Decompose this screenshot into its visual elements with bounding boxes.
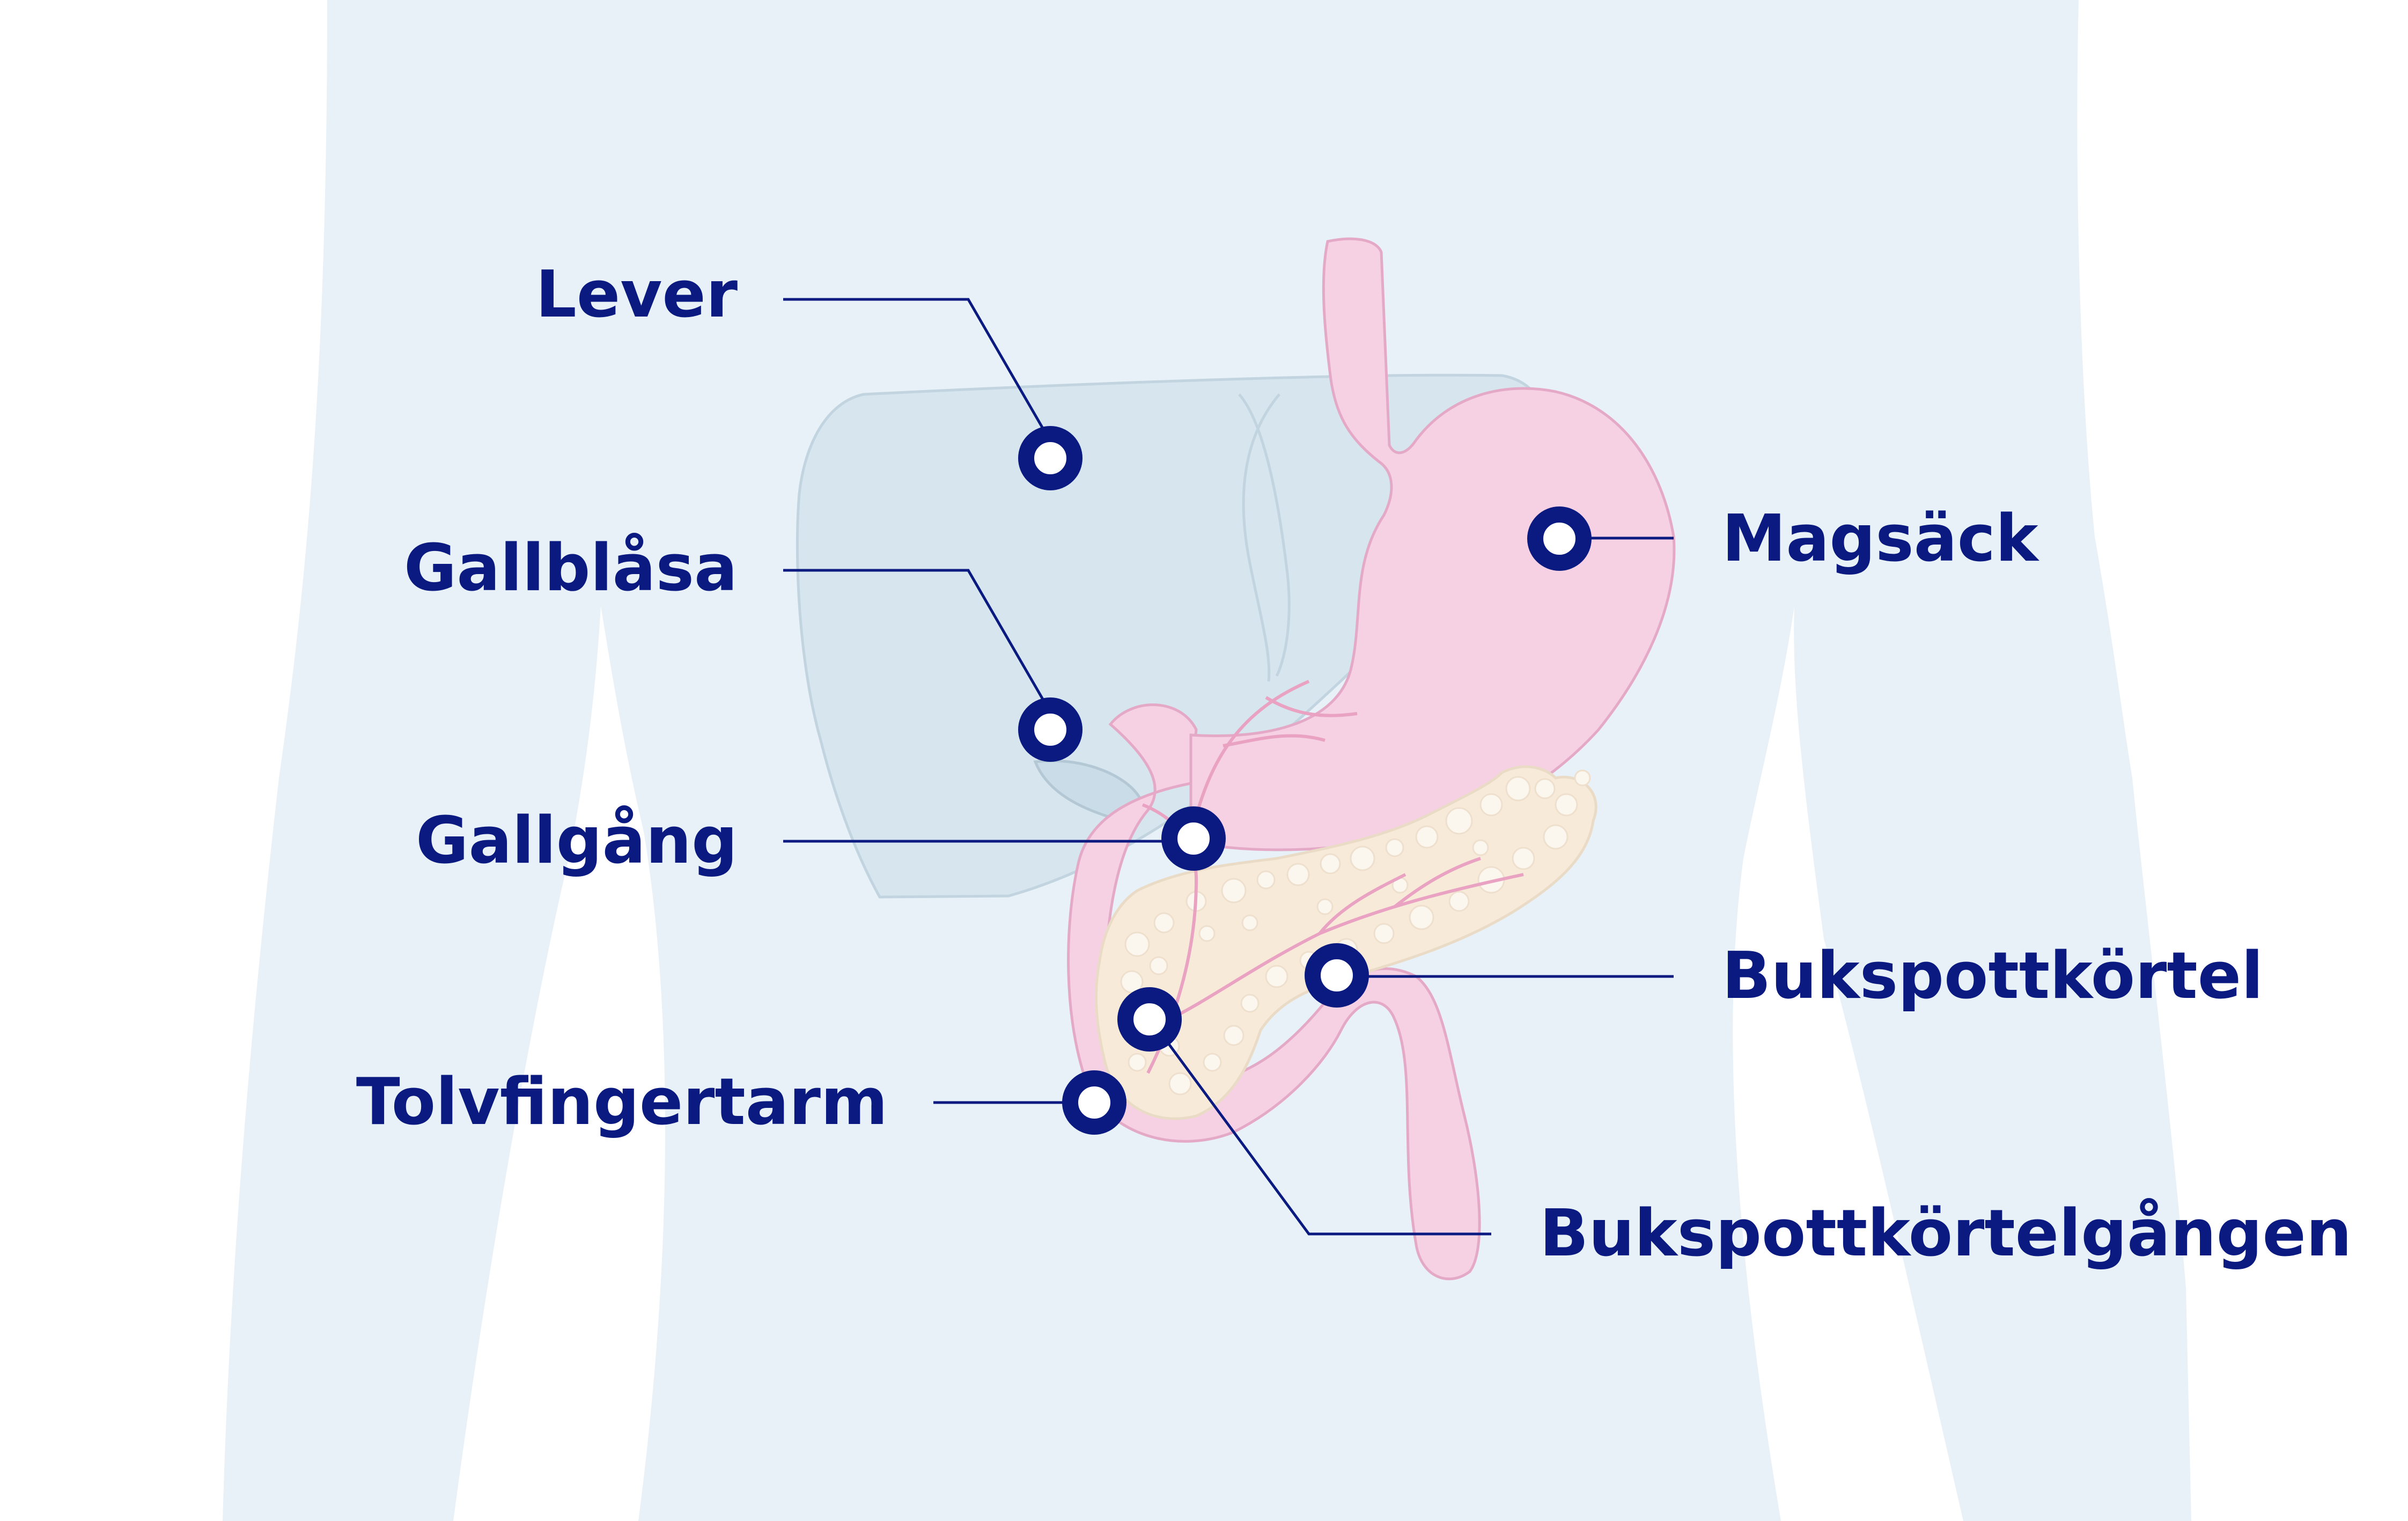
leader-line-pancreatic-duct (1149, 1018, 1491, 1236)
marker-pancreas (1305, 943, 1369, 1008)
label-liver: Lever (535, 258, 738, 332)
liver-lobe-line-2 (1242, 393, 1280, 682)
pancreatic-duct-branch-2 (1394, 857, 1481, 908)
marker-pancreatic-duct (1117, 987, 1182, 1052)
pancreas-lobules (1120, 769, 1591, 1096)
label-pancreas: Bukspottkörtel (1722, 939, 2263, 1013)
leader-lines (783, 298, 1674, 1236)
markers (1018, 426, 1592, 1135)
artery-2 (1265, 696, 1358, 717)
marker-stomach (1527, 506, 1592, 571)
marker-duodenum (1062, 1070, 1126, 1135)
pancreas-illustration (1094, 765, 1597, 1120)
leader-line-liver (783, 298, 1045, 430)
leader-line-gallbladder (783, 569, 1045, 701)
labels: Lever Gallblåsa Gallgång Tolvfingertarm … (356, 258, 2352, 1271)
marker-liver (1018, 426, 1083, 490)
marker-bile-duct (1161, 806, 1226, 871)
label-gallbladder: Gallblåsa (404, 531, 738, 606)
label-bile-duct: Gallgång (416, 804, 738, 878)
liver-illustration (796, 373, 1548, 899)
liver-lobe-line (1238, 393, 1291, 677)
label-stomach: Magsäck (1722, 502, 2040, 576)
marker-gallbladder (1018, 697, 1083, 762)
artery-3 (1223, 734, 1325, 747)
label-pancreatic-duct: Bukspottkörtelgången (1540, 1196, 2352, 1271)
pancreatic-duct-branch (1318, 873, 1406, 935)
label-duodenum: Tolvfingertarm (356, 1065, 888, 1140)
